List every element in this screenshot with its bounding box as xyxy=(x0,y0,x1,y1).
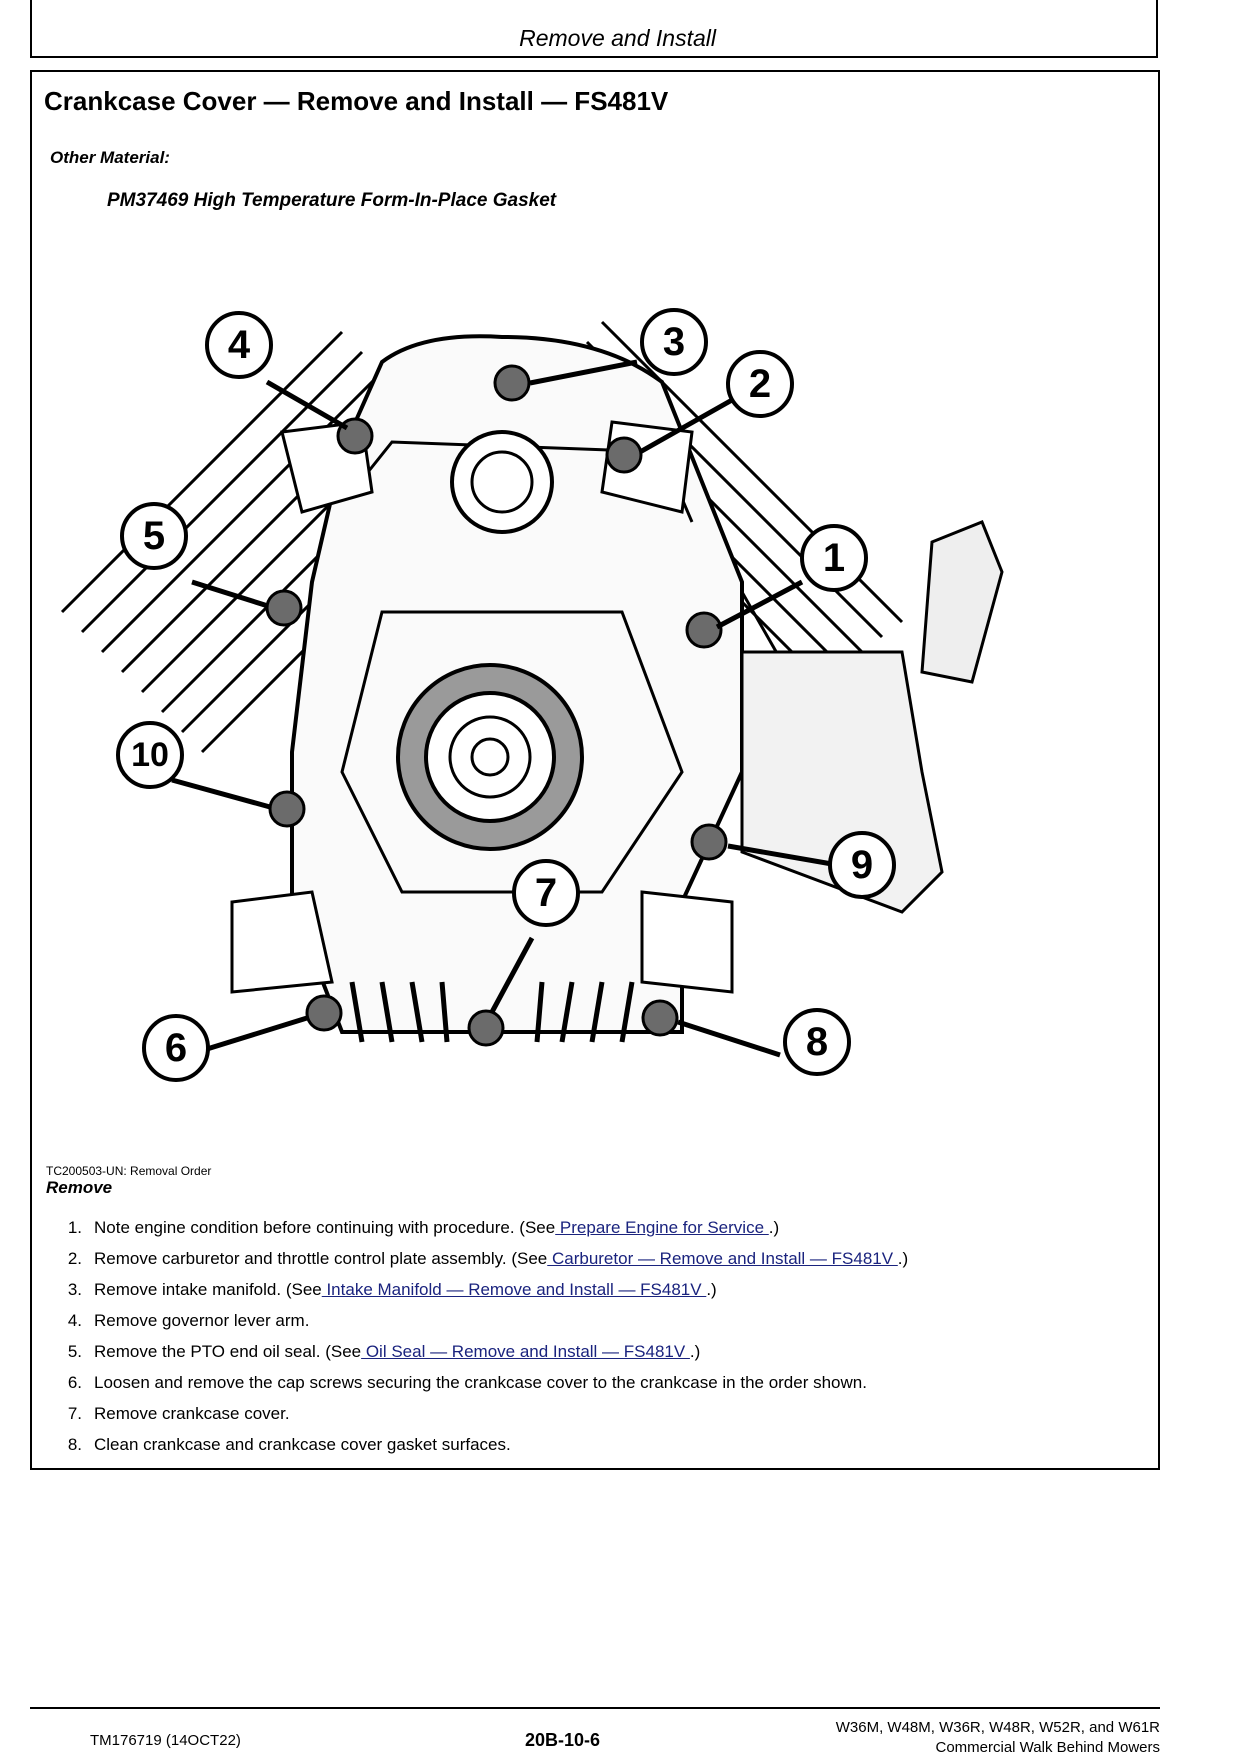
footer-product: Commercial Walk Behind Mowers xyxy=(935,1739,1160,1756)
bottom-fins xyxy=(349,981,635,1043)
svg-text:10: 10 xyxy=(131,736,169,774)
link-oil-seal[interactable]: Oil Seal — Remove and Install — FS481V xyxy=(361,1342,690,1361)
bolt-2 xyxy=(605,436,643,474)
step-2: 2.Remove carburetor and throttle control… xyxy=(67,1249,909,1268)
footer-model-list: W36M, W48M, W36R, W48R, W52R, and W61R xyxy=(835,1719,1160,1736)
svg-text:2: 2 xyxy=(749,362,771,406)
svg-text:8: 8 xyxy=(806,1020,828,1064)
link-intake-manifold[interactable]: Intake Manifold — Remove and Install — F… xyxy=(321,1280,707,1299)
footer-divider xyxy=(30,1707,1160,1709)
step-5: 5.Remove the PTO end oil seal. (See Oil … xyxy=(67,1342,701,1361)
bolt-8 xyxy=(641,999,679,1037)
callout-6: 6 xyxy=(142,1014,210,1082)
callout-1: 1 xyxy=(800,524,868,592)
callout-8: 8 xyxy=(783,1008,851,1076)
step-7: 7.Remove crankcase cover. xyxy=(67,1404,290,1423)
crankcase-cover-diagram: 1 2 3 4 5 6 7 8 9 10 xyxy=(42,252,1152,1232)
callout-3: 3 xyxy=(640,308,708,376)
svg-text:7: 7 xyxy=(535,871,557,915)
bolt-7 xyxy=(467,1009,505,1047)
svg-text:4: 4 xyxy=(228,323,251,367)
bolt-1 xyxy=(685,611,723,649)
bolt-6 xyxy=(305,994,343,1032)
bolt-3 xyxy=(493,364,531,402)
callout-7: 7 xyxy=(512,859,580,927)
figure-caption: TC200503-UN: Removal Order xyxy=(46,1164,212,1178)
callout-10: 10 xyxy=(116,721,184,789)
callout-9: 9 xyxy=(828,831,896,899)
section-title: Crankcase Cover — Remove and Install — F… xyxy=(44,86,669,116)
step-1: 1.Note engine condition before continuin… xyxy=(67,1218,780,1237)
bolt-5 xyxy=(265,589,303,627)
bolt-9 xyxy=(690,823,728,861)
page-header: Remove and Install xyxy=(30,0,1158,58)
footer-doc-id: TM176719 (14OCT22) xyxy=(90,1732,241,1749)
bolt-10 xyxy=(268,790,306,828)
svg-text:6: 6 xyxy=(165,1026,187,1070)
step-6: 6.Loosen and remove the cap screws secur… xyxy=(67,1373,867,1392)
callout-4: 4 xyxy=(205,311,273,379)
footer-models: W36M, W48M, W36R, W48R, W52R, and W61R C… xyxy=(836,1718,1160,1758)
callout-2: 2 xyxy=(726,350,794,418)
remove-heading: Remove xyxy=(46,1178,113,1197)
callout-5: 5 xyxy=(120,502,188,570)
svg-text:3: 3 xyxy=(663,320,685,364)
material-item: PM37469 High Temperature Form-In-Place G… xyxy=(107,190,557,211)
svg-text:9: 9 xyxy=(851,843,873,887)
step-4: 4.Remove governor lever arm. xyxy=(67,1311,310,1330)
other-material-label: Other Material: xyxy=(50,148,170,167)
link-prepare-engine[interactable]: Prepare Engine for Service xyxy=(555,1218,769,1237)
footer-page-number: 20B-10-6 xyxy=(525,1730,601,1750)
step-8: 8.Clean crankcase and crankcase cover ga… xyxy=(67,1435,511,1454)
link-carburetor[interactable]: Carburetor — Remove and Install — FS481V xyxy=(547,1249,898,1268)
remove-steps-list: 1.Note engine condition before continuin… xyxy=(48,1212,1138,1460)
svg-text:5: 5 xyxy=(143,514,165,558)
step-3: 3.Remove intake manifold. (See Intake Ma… xyxy=(67,1280,717,1299)
left-cylinder-fins xyxy=(60,330,464,754)
content-box: Crankcase Cover — Remove and Install — F… xyxy=(30,70,1160,1470)
svg-text:1: 1 xyxy=(823,536,845,580)
header-title: Remove and Install xyxy=(519,25,716,51)
